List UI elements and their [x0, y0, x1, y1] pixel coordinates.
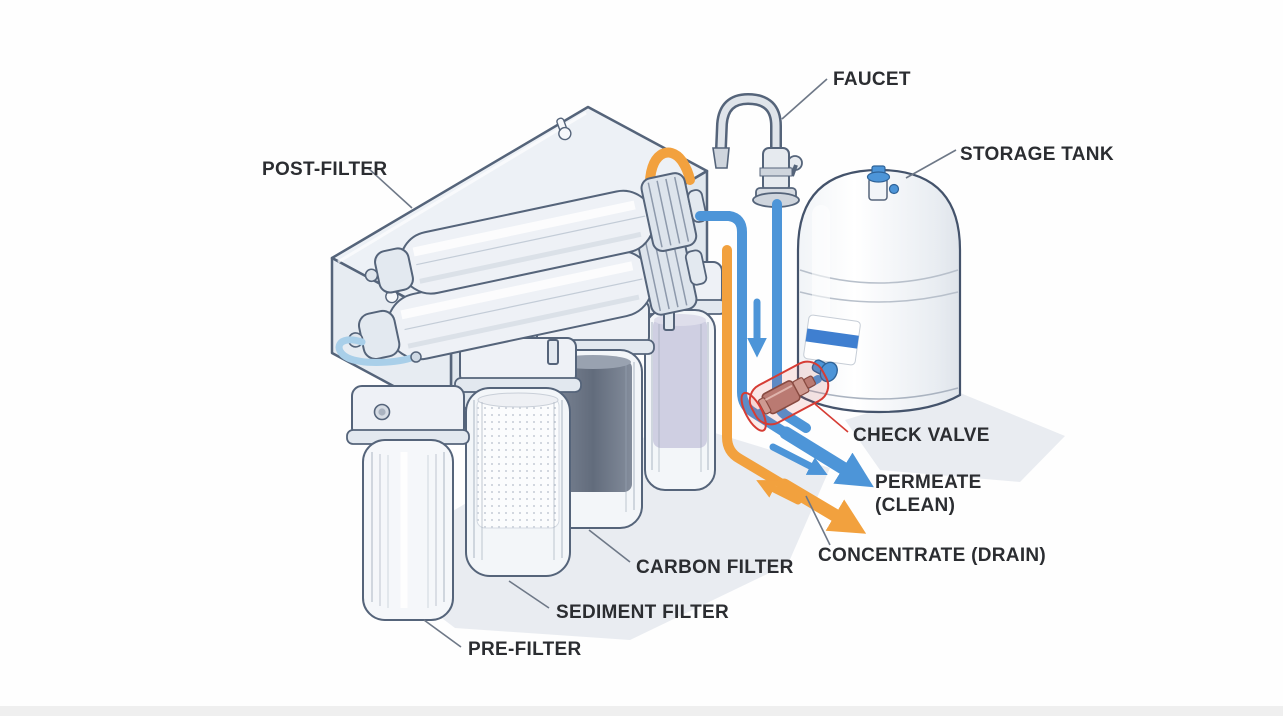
permeate-label-line1: PERMEATE [875, 472, 982, 493]
polishing-media [653, 318, 707, 448]
pre-filter-label: PRE-FILTER [468, 639, 581, 660]
check-valve [740, 360, 830, 432]
permeate-tube [695, 211, 797, 442]
carbon-filter-label: CARBON FILTER [636, 557, 794, 578]
concentrate-label: CONCENTRATE (DRAIN) [818, 545, 1046, 566]
leader-check-valve [814, 403, 849, 433]
permeate-label-line2: (CLEAN) [875, 495, 955, 516]
leader-post-filter [367, 167, 413, 209]
lower-membrane-housing [347, 231, 708, 361]
keyhole-slot [556, 117, 572, 141]
pre-filter-canister [346, 385, 470, 621]
faucet-spout [712, 147, 730, 169]
sediment-filter-label: SEDIMENT FILTER [556, 602, 729, 623]
carbon-media [554, 360, 632, 492]
storage-tank-label: STORAGE TANK [960, 144, 1114, 165]
tank-valve [866, 165, 900, 201]
leader-faucet [781, 78, 828, 120]
leader-carbon-filter [588, 529, 631, 563]
permeate-flow-arrow-small [769, 443, 828, 476]
floor-strip [0, 706, 1283, 716]
sediment-media [476, 397, 560, 529]
sediment-filter-canister [454, 337, 582, 577]
tank-label-sticker [803, 314, 861, 366]
concentrate-tube [722, 245, 797, 495]
concentrate-flow-arrow-small [756, 480, 802, 505]
tube-fitting [410, 351, 422, 363]
faucet-label: FAUCET [833, 69, 911, 90]
leader-concentrate [805, 495, 831, 546]
permeate-arrow [779, 426, 874, 488]
interconnect-tube [335, 336, 418, 366]
concentrate-arrow [777, 478, 867, 534]
post-filter-housing [364, 172, 708, 295]
post-filter-label: POST-FILTER [262, 159, 387, 180]
faucet [712, 92, 803, 208]
leader-pre-filter [423, 619, 462, 648]
leader-storage-tank [905, 149, 957, 179]
concentrate-tube-arc [644, 147, 695, 195]
check-valve-label: CHECK VALVE [853, 425, 990, 446]
leader-sediment-filter [508, 580, 550, 609]
storage-tank [796, 165, 962, 414]
check-valve-highlight [740, 360, 830, 432]
